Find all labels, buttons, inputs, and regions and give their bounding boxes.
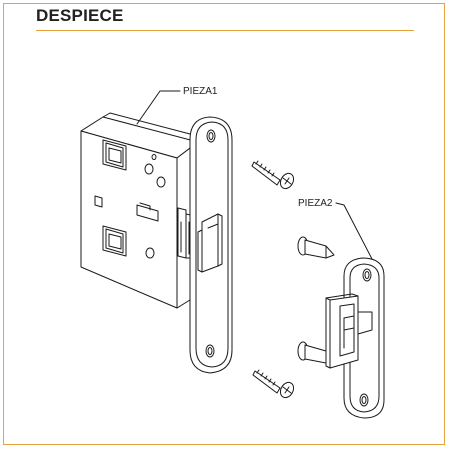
screw-bottom <box>252 369 295 399</box>
lock-faceplate <box>189 116 233 374</box>
pin-top <box>297 236 335 259</box>
title-rule <box>36 30 414 31</box>
border-frame <box>3 3 445 445</box>
label-pieza2: PIEZA2 <box>298 198 333 209</box>
lock-body <box>80 112 199 309</box>
leader-line-pieza2 <box>335 202 373 260</box>
screw-top <box>251 160 295 190</box>
strike-plate <box>325 257 385 419</box>
page-title: DESPIECE <box>36 6 124 25</box>
label-pieza1: PIEZA1 <box>183 86 218 97</box>
leader-line-pieza1 <box>136 90 181 125</box>
